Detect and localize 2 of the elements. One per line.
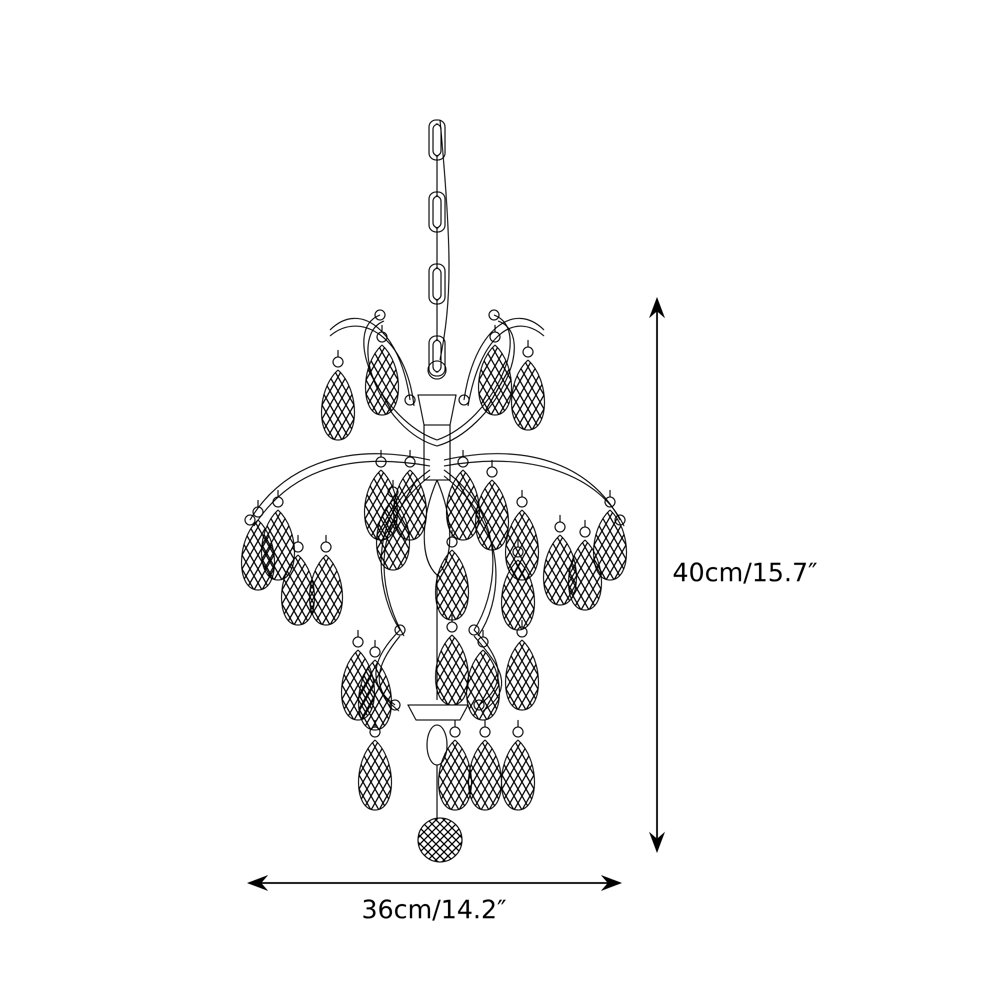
dimension-label: 40cm/15.7″ — [674, 562, 817, 584]
dimension-label: 36cm/14.2″ — [363, 899, 506, 921]
